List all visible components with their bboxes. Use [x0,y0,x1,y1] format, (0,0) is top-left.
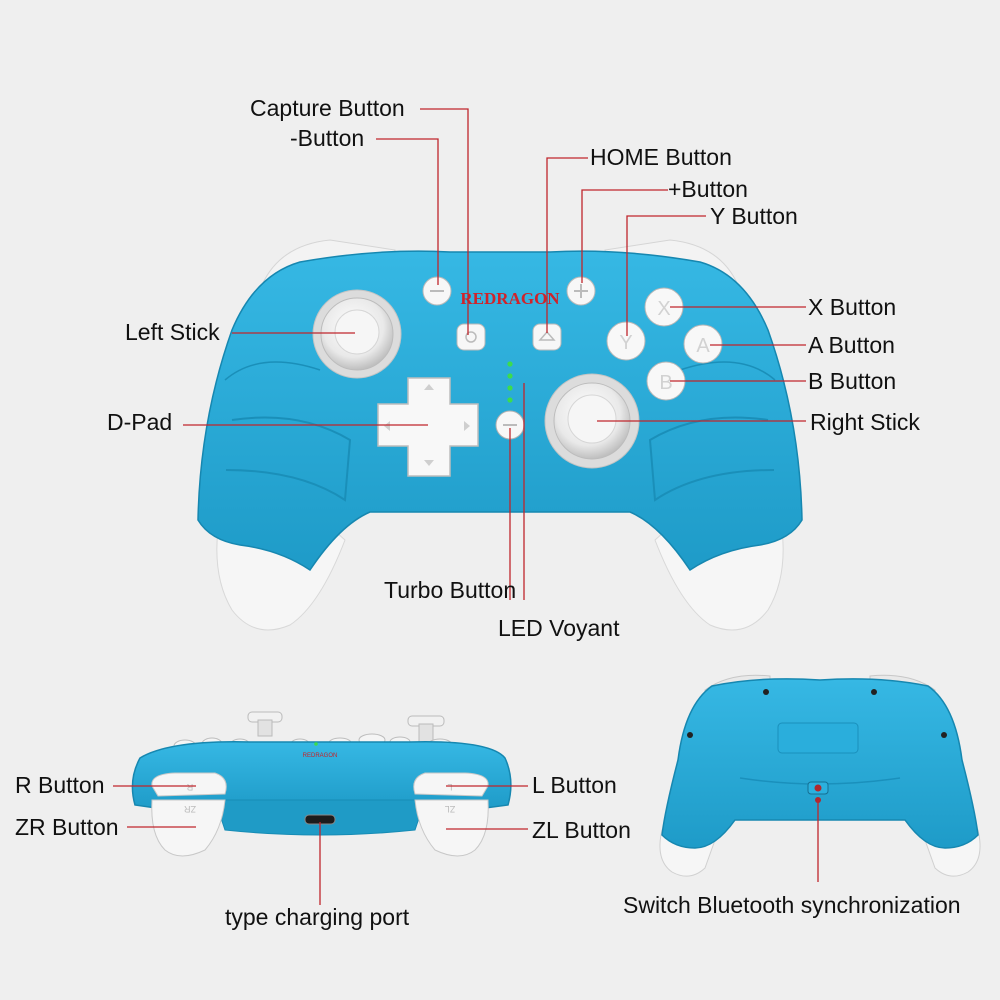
brand-logo: REDRAGON [460,289,560,308]
r-shoulder-button: R [151,772,227,797]
svg-text:A: A [696,335,710,357]
l-shoulder-button: L [413,772,489,797]
minus-button-label: -Button [290,125,365,151]
d-pad-label: D-Pad [107,409,173,435]
svg-text:B: B [659,372,672,394]
y-face-button: Y [606,321,646,361]
zr-trigger: ZR [151,799,226,857]
turbo-button-label: Turbo Button [384,577,517,603]
front-leader-lines [183,108,806,600]
svg-text:L: L [447,782,452,792]
capture-button [456,323,486,351]
svg-text:REDRAGON: REDRAGON [303,753,338,759]
front-view: REDRAGON [183,108,806,631]
svg-text:R: R [186,782,193,792]
charging-port-label: type charging port [225,904,410,930]
top-left-stick [247,711,283,737]
b-button-label: B Button [808,368,897,394]
d-pad [377,377,479,477]
a-face-button: A [683,324,723,364]
back-body [661,678,979,849]
left-stick [312,289,402,379]
top-view: REDRAGON R ZR L ZL [113,711,528,905]
home-button-label: HOME Button [590,144,732,170]
l-button-label: L Button [532,772,617,798]
b-face-button: B [646,361,686,401]
left-stick-label: Left Stick [125,319,220,345]
y-button-label: Y Button [710,203,798,229]
bluetooth-sync-label: Switch Bluetooth synchronization [623,892,961,918]
top-right-stick [407,715,445,743]
svg-text:X: X [657,298,670,320]
a-button-label: A Button [808,332,895,358]
x-button-label: X Button [808,294,897,320]
r-button-label: R Button [15,772,105,798]
svg-text:ZL: ZL [445,804,456,814]
led-indicators [507,361,513,403]
right-stick [544,373,640,469]
capture-button-label: Capture Button [250,95,405,121]
zl-button-label: ZL Button [532,817,631,843]
svg-text:Y: Y [619,332,632,354]
zl-trigger: ZL [414,799,489,857]
right-stick-label: Right Stick [810,409,920,435]
back-view [659,674,981,882]
led-voyant-label: LED Voyant [498,615,620,641]
zr-button-label: ZR Button [15,814,119,840]
plus-button-label: +Button [668,176,748,202]
svg-text:ZR: ZR [184,804,196,814]
top-leader-lines [113,785,528,905]
